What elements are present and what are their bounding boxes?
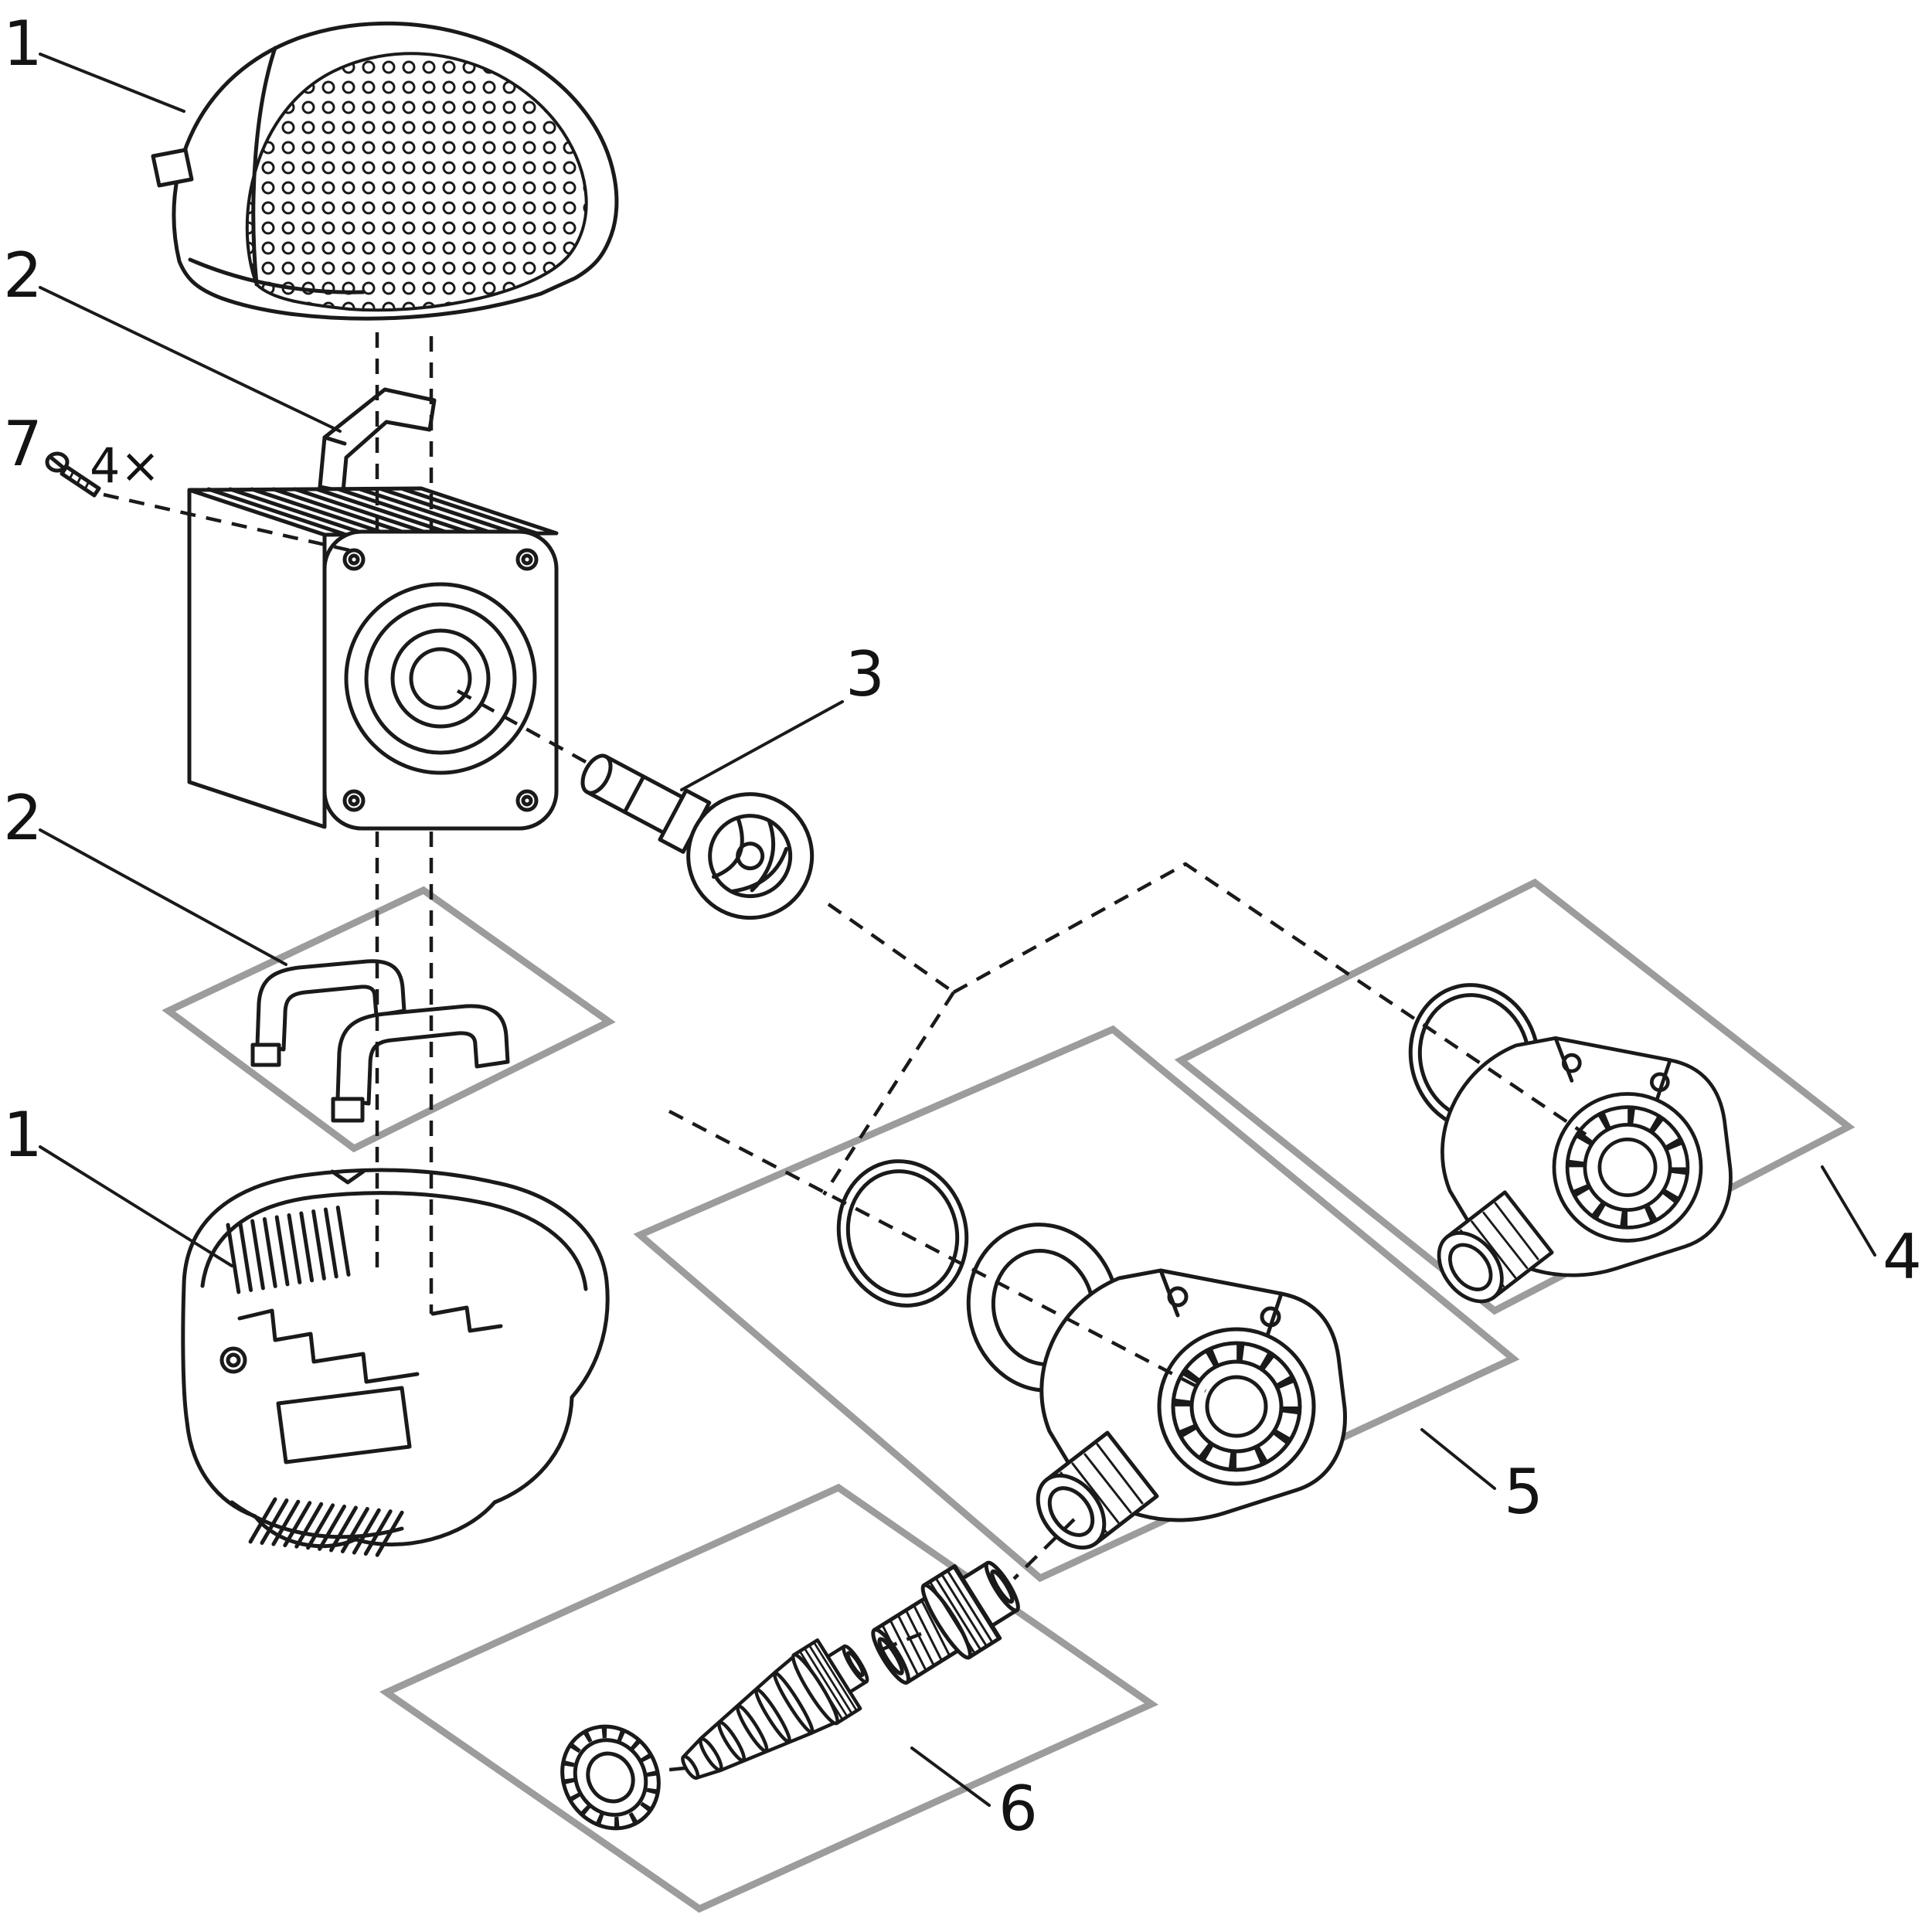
- leader-3: [680, 700, 844, 791]
- part-strainer-cover-top: [151, 21, 619, 321]
- part-union-nut: [560, 1724, 661, 1831]
- group-boxes: [162, 878, 1855, 1913]
- leader-6: [910, 1747, 991, 1807]
- label-strainer-housing-bottom: 1: [3, 1099, 43, 1171]
- part-number-labels: 1 2 7 4× 3 2 1 4 5 6: [3, 8, 1922, 1845]
- assembly-axis-lines: [103, 332, 1587, 1773]
- part-impeller: [580, 753, 815, 920]
- label-strainer-cover-top: 1: [3, 8, 43, 80]
- part-threaded-adapter: [871, 1560, 1020, 1685]
- part-stepped-hose-tail: [681, 1638, 869, 1781]
- group-box-kit-4: [1174, 878, 1855, 1315]
- group-box-holders: [162, 886, 616, 1153]
- leader-5: [1420, 1428, 1496, 1490]
- part-outlet-elbow-4: [1426, 1038, 1730, 1313]
- leader-4: [1821, 1165, 1876, 1257]
- leader-1-top: [39, 53, 185, 113]
- leader-2-top: [39, 286, 342, 433]
- label-outlet-elbow-kit-4: 4: [1883, 1221, 1922, 1293]
- label-hose-adapter-kit-6: 6: [998, 1773, 1038, 1845]
- part-outlet-elbow-5: [1025, 1270, 1345, 1560]
- part-screw: [45, 451, 101, 498]
- label-screw-quantity: 4×: [90, 437, 160, 494]
- label-clip: 2: [3, 240, 43, 311]
- label-impeller: 3: [845, 638, 885, 710]
- group-box-kit-5: [633, 1025, 1520, 1583]
- leader-1-bottom: [39, 1145, 233, 1267]
- label-pump-holder-set: 2: [3, 782, 43, 854]
- leader-2-bottom: [39, 828, 287, 966]
- callout-leader-lines: [39, 53, 1876, 1807]
- label-screw: 7: [3, 408, 43, 480]
- part-pump-holders: [250, 959, 510, 1123]
- group-box-kit-6: [379, 1483, 1159, 1913]
- part-motor-body: [187, 486, 559, 831]
- label-outlet-elbow-kit-5: 5: [1504, 1456, 1543, 1528]
- part-strainer-housing-bottom: [181, 1168, 610, 1557]
